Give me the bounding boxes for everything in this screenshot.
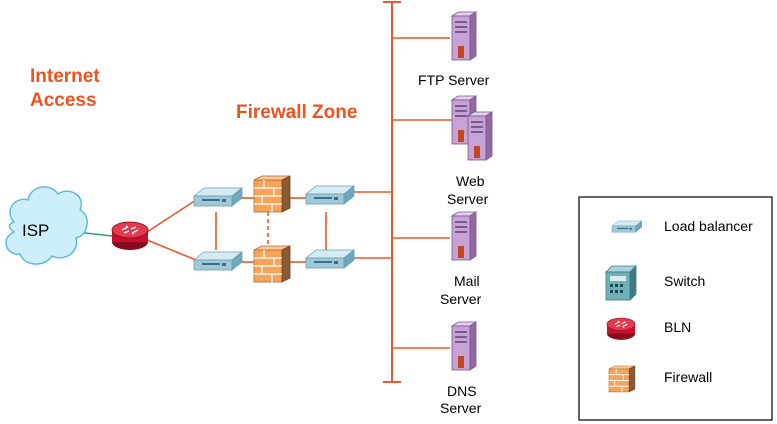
load-balancer-top-left-icon xyxy=(193,187,243,207)
isp-label: ISP xyxy=(22,221,49,240)
web-server-label-line2: Server xyxy=(447,191,489,207)
dns-server-icon xyxy=(451,321,477,371)
legend-box xyxy=(578,196,773,421)
bln-router-icon xyxy=(111,221,149,251)
ftp-server-icon xyxy=(451,11,477,61)
internet-access-title-line1: Internet xyxy=(30,66,100,87)
legend-load-balancer-icon xyxy=(611,220,643,233)
dns-server-label-line2: Server xyxy=(440,400,482,416)
web-server-icon-front xyxy=(467,111,493,161)
ftp-server-label: FTP Server xyxy=(418,72,490,88)
load-balancer-bottom-right-icon xyxy=(305,249,355,269)
firewall-bottom-icon xyxy=(253,245,291,283)
firewall-zone-title: Firewall Zone xyxy=(236,102,357,123)
legend-firewall-icon xyxy=(608,365,636,393)
legend-label-bln: BLN xyxy=(664,319,691,335)
legend-router-icon xyxy=(606,317,636,341)
legend-switch-icon xyxy=(605,265,637,301)
mail-server-label-line2: Server xyxy=(440,291,482,307)
load-balancer-top-right-icon xyxy=(305,185,355,205)
firewall-top-icon xyxy=(253,175,291,213)
server-links xyxy=(392,37,452,349)
mail-server-label-line1: Mail xyxy=(454,273,480,289)
legend-label-load-balancer: Load balancer xyxy=(664,218,753,234)
web-server-label-line1: Web xyxy=(456,173,485,189)
legend-label-switch: Switch xyxy=(664,273,705,289)
dns-server-label-line1: DNS xyxy=(447,383,477,399)
mail-server-icon xyxy=(451,211,477,261)
legend-label-firewall: Firewall xyxy=(664,369,712,385)
isp-cloud-icon xyxy=(5,186,88,265)
internet-access-title-line2: Access xyxy=(30,90,97,111)
load-balancer-bottom-left-icon xyxy=(193,251,243,271)
legend: Load balancer Switch BLN Firewall xyxy=(578,196,773,421)
